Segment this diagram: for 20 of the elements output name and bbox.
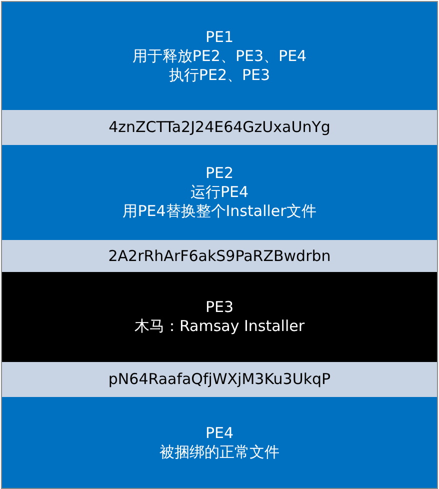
band-heading: PE1 (205, 28, 234, 46)
band-text: 执行PE2、PE3 (168, 66, 270, 84)
band-text: 4znZCTTa2J24E64GzUxaUnYg (108, 118, 330, 137)
section-band (2, 2, 437, 110)
key-band (2, 240, 437, 272)
band-text: 2A2rRhArF6akS9PaRZBwdrbn (108, 246, 331, 266)
band-text: 运行PE4 (190, 183, 249, 202)
section-band (2, 272, 437, 362)
band-text: pN64RaafaQfjWXjM3Ku3UkqP (108, 370, 331, 389)
band-heading: PE3 (205, 298, 234, 317)
band-text: 木马：Ramsay Installer (134, 317, 305, 336)
band-text: 被捆绑的正常文件 (160, 442, 280, 462)
band-text: 用PE4替换整个Installer文件 (122, 202, 316, 221)
band-text: 用于释放PE2、PE3、PE4 (132, 46, 307, 66)
section-band (2, 145, 437, 240)
key-band (2, 362, 437, 397)
section-band (2, 397, 437, 488)
band-heading: PE2 (205, 164, 234, 183)
band-heading: PE4 (205, 424, 234, 442)
key-band (2, 110, 437, 145)
